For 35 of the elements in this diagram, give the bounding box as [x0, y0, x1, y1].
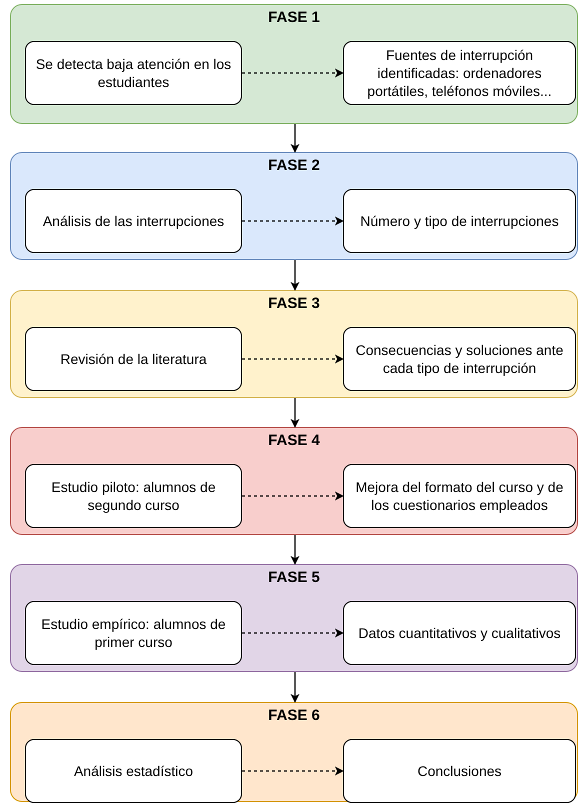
process-box: Análisis de las interrupciones — [25, 189, 242, 253]
arrow — [290, 260, 300, 291]
phase-title: FASE 5 — [268, 569, 320, 586]
process-box: Datos cuantitativos y cualitativos — [343, 601, 576, 665]
process-box: Conclusiones — [343, 739, 576, 803]
arrow — [242, 216, 344, 226]
arrow — [290, 535, 300, 565]
process-box: Análisis estadístico — [25, 739, 242, 803]
process-box: Estudio empírico: alumnos de primer curso — [25, 601, 242, 665]
arrow — [290, 672, 300, 703]
phase-panel — [10, 427, 578, 535]
arrow — [290, 398, 300, 428]
arrow — [242, 766, 344, 776]
arrow — [242, 492, 344, 500]
phase-panel — [10, 702, 578, 802]
phase-title: FASE 6 — [268, 707, 320, 724]
phase-panel — [10, 290, 578, 398]
process-box: Estudio piloto: alumnos de segundo curso — [25, 464, 242, 528]
process-box: Revisión de la literatura — [25, 327, 242, 391]
phase-title: FASE 2 — [268, 157, 320, 174]
phase-title: FASE 4 — [268, 432, 320, 449]
phase-panel — [10, 152, 578, 260]
process-box: Mejora del formato del curso y de los cuestionarios empleados — [343, 464, 576, 528]
process-box: Fuentes de interrupción identificadas: ordenadores portátiles, teléfonos móviles... — [343, 41, 576, 105]
process-box: Se detecta baja atención en los estudiantes — [25, 41, 242, 105]
process-box: Consecuencias y soluciones ante cada tipo de interrupción — [343, 327, 576, 391]
phase-panel — [10, 4, 578, 124]
phase-title: FASE 3 — [268, 295, 320, 312]
phase-panel — [10, 564, 578, 672]
arrow — [242, 628, 344, 638]
arrow — [242, 354, 344, 364]
phase-title: FASE 1 — [268, 9, 320, 26]
arrow — [242, 68, 344, 78]
arrow — [290, 124, 300, 153]
process-box: Número y tipo de interrupciones — [343, 189, 576, 253]
